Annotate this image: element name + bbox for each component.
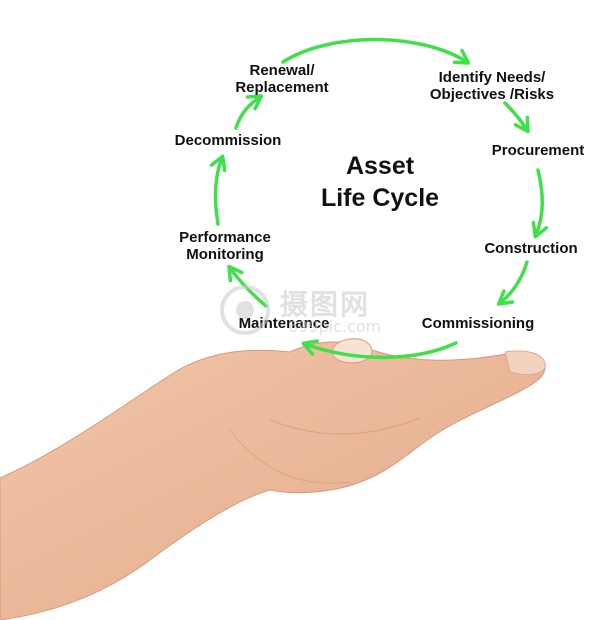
cycle-arrows [209, 37, 549, 360]
arrow-commissioning-to-maintenance [301, 339, 458, 360]
stage-decommission: Decommission [162, 132, 294, 149]
stage-construction: Construction [472, 240, 590, 257]
stage-maintenance-line-1: Maintenance [238, 315, 330, 332]
stage-construction-line-1: Construction [484, 240, 578, 257]
title-line-1: Asset [345, 152, 415, 180]
diagram-title: Asset Life Cycle [295, 150, 465, 214]
arrow-renewal-to-identify [281, 37, 471, 65]
arrow-maintenance-to-performance [227, 264, 268, 308]
arrow-procurement-to-construction [531, 168, 549, 239]
stage-identify-needs: Identify Needs/ Objectives /Risks [412, 69, 572, 103]
hand-image [0, 338, 546, 620]
stage-identify-needs-line-1: Identify Needs/ [438, 69, 546, 86]
stage-decommission-line-1: Decommission [174, 132, 282, 149]
stage-renewal-line-1: Renewal/ [249, 62, 315, 79]
arrow-construction-to-commissioning [496, 260, 529, 306]
stage-identify-needs-line-2: Objectives /Risks [429, 86, 555, 103]
arrow-identify-to-procurement [503, 101, 530, 134]
stage-renewal-line-2: Replacement [235, 79, 329, 96]
stage-procurement-line-1: Procurement [491, 142, 585, 159]
stage-commissioning-line-1: Commissioning [421, 315, 535, 332]
stage-performance-monitoring-line-1: Performance [179, 229, 271, 246]
stage-performance-monitoring: Performance Monitoring [165, 229, 285, 263]
stage-commissioning: Commissioning [408, 315, 548, 332]
stage-renewal: Renewal/ Replacement [222, 62, 342, 96]
arrow-decommission-to-renewal [234, 94, 264, 130]
stage-procurement: Procurement [480, 142, 596, 159]
arrow-performance-to-decommission [209, 154, 227, 226]
title-line-2: Life Cycle [320, 184, 440, 212]
stage-performance-monitoring-line-2: Monitoring [186, 246, 264, 263]
stage-maintenance: Maintenance [226, 315, 342, 332]
